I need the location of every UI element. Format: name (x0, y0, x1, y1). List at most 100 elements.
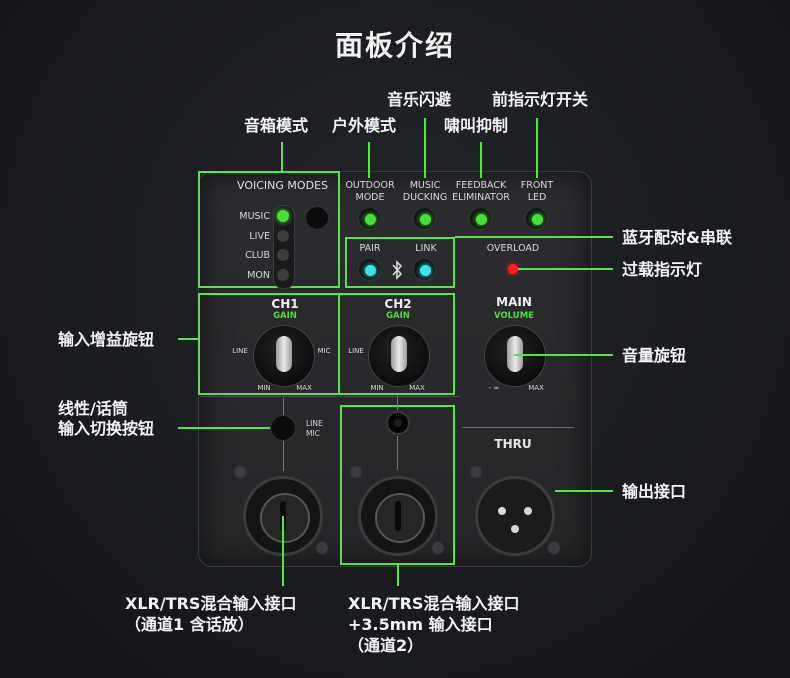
xlr-pin (498, 507, 506, 515)
callout-switch-line2: 输入切换按钮 (58, 419, 155, 438)
volume-max-label: MAX (528, 384, 544, 392)
callout-switch-line1: 线性/话筒 (58, 399, 128, 418)
callout-front-led: 前指示灯开关 (492, 90, 589, 109)
mode-led-music (277, 210, 289, 222)
screw-icon (350, 466, 362, 478)
ch1-signal-line (283, 398, 284, 416)
outdoor-label-2: MODE (355, 192, 385, 203)
ducking-label-1: MUSIC (409, 180, 441, 191)
front-led-label-2: LED (527, 192, 547, 203)
outdoor-mode-button[interactable] (358, 207, 381, 230)
gain-highlight-divider (338, 293, 340, 395)
outdoor-label-1: OUTDOOR (345, 180, 395, 191)
main-label: MAIN (496, 295, 532, 309)
line-mic-switch-button[interactable] (270, 415, 296, 441)
combo-slot (395, 501, 401, 531)
ch1-mic-label: MIC (317, 347, 331, 355)
callout-output: 输出接口 (622, 482, 687, 501)
mode-led-strip (273, 205, 295, 289)
ch1-label: CH1 (271, 297, 299, 311)
front-led-button[interactable] (525, 207, 548, 230)
leader-front-led (536, 118, 538, 178)
leader-switch (178, 427, 270, 429)
screw-icon (548, 542, 560, 554)
panel-divider (200, 396, 460, 397)
mode-led-mon (277, 269, 289, 281)
pair-button[interactable] (358, 258, 381, 281)
pair-label: PAIR (359, 243, 381, 254)
callout-ch2-input-line1: XLR/TRS混合输入接口 (348, 594, 520, 613)
volume-min-label: - ∞ (488, 384, 500, 392)
callout-volume-knob: 音量旋钮 (622, 346, 687, 365)
gain-highlight-box (198, 293, 455, 395)
link-label: LINK (415, 243, 437, 254)
ch2-gain-knob[interactable] (368, 325, 430, 387)
callout-bluetooth: 蓝牙配对&串联 (622, 228, 732, 247)
mode-led-live (277, 230, 289, 242)
music-ducking-button[interactable] (413, 207, 436, 230)
xlr-pin (524, 507, 532, 515)
ch1-min-label: MIN (257, 384, 271, 392)
callout-ch1-input-line1: XLR/TRS混合输入接口 (125, 594, 297, 613)
page-title: 面板介绍 (334, 29, 455, 62)
callout-overload: 过载指示灯 (622, 260, 703, 279)
main-volume-knob[interactable] (484, 325, 546, 387)
voicing-mode-button[interactable] (305, 206, 329, 230)
feedback-led (476, 214, 487, 225)
ch1-line-label: LINE (232, 347, 248, 355)
ch1-gain-label: GAIN (273, 311, 297, 321)
front-led-indicator (532, 214, 543, 225)
callout-gain-knob: 输入增益旋钮 (58, 330, 155, 349)
link-led (420, 265, 431, 276)
ch2-xlr-combo-jack[interactable] (358, 476, 438, 556)
ducking-led (420, 214, 431, 225)
bt-highlight-box (345, 237, 455, 288)
outdoor-led (365, 214, 376, 225)
voicing-modes-title: VOICING MODES (237, 179, 328, 192)
thru-label: THRU (494, 437, 532, 451)
ch2-line-label: LINE (348, 347, 364, 355)
leader-voicing (281, 142, 283, 171)
ch2-signal-line (397, 436, 398, 470)
bluetooth-icon (392, 260, 403, 280)
mode-label-music: MUSIC (239, 211, 270, 222)
voicing-highlight-box (198, 171, 340, 288)
leader-output (555, 490, 613, 492)
jack-hole (394, 419, 402, 427)
switch-mic-label: MIC (306, 429, 320, 438)
screw-icon (432, 542, 444, 554)
overload-led (508, 264, 518, 274)
feedback-label-2: ELIMINATOR (452, 192, 510, 203)
callout-voicing-mode: 音箱模式 (244, 116, 309, 135)
panel-divider (462, 427, 574, 428)
feedback-label-1: FEEDBACK (455, 180, 507, 191)
link-button[interactable] (413, 258, 436, 281)
callout-feedback-eliminator: 啸叫抑制 (444, 116, 509, 135)
callout-ch1-input-line2: （通道1 含话放） (125, 615, 254, 634)
leader-ducking (424, 118, 426, 178)
screw-icon (234, 466, 246, 478)
screw-icon (316, 542, 328, 554)
thru-xlr-output[interactable] (475, 476, 555, 556)
feedback-eliminator-button[interactable] (469, 207, 492, 230)
leader-overload (518, 268, 613, 270)
mode-label-live: LIVE (249, 231, 270, 242)
ch2-max-label: MAX (409, 384, 425, 392)
xlr-pin (511, 525, 519, 533)
ch2-label: CH2 (384, 297, 412, 311)
leader-bt (455, 236, 613, 238)
leader-ch2-input (397, 565, 399, 586)
ch1-gain-knob[interactable] (253, 325, 315, 387)
aux-3-5mm-jack[interactable] (386, 411, 410, 435)
pair-led (365, 265, 376, 276)
ch2-knob-pointer (391, 336, 407, 372)
front-led-label-1: FRONT (520, 180, 554, 191)
ch2-signal-line (397, 396, 398, 410)
mode-label-mon: MON (247, 270, 270, 281)
overload-label: OVERLOAD (486, 243, 540, 254)
callout-music-ducking: 音乐闪避 (387, 90, 452, 109)
leader-outdoor (368, 142, 370, 178)
screw-icon (470, 466, 482, 478)
switch-line-label: LINE (306, 419, 323, 428)
